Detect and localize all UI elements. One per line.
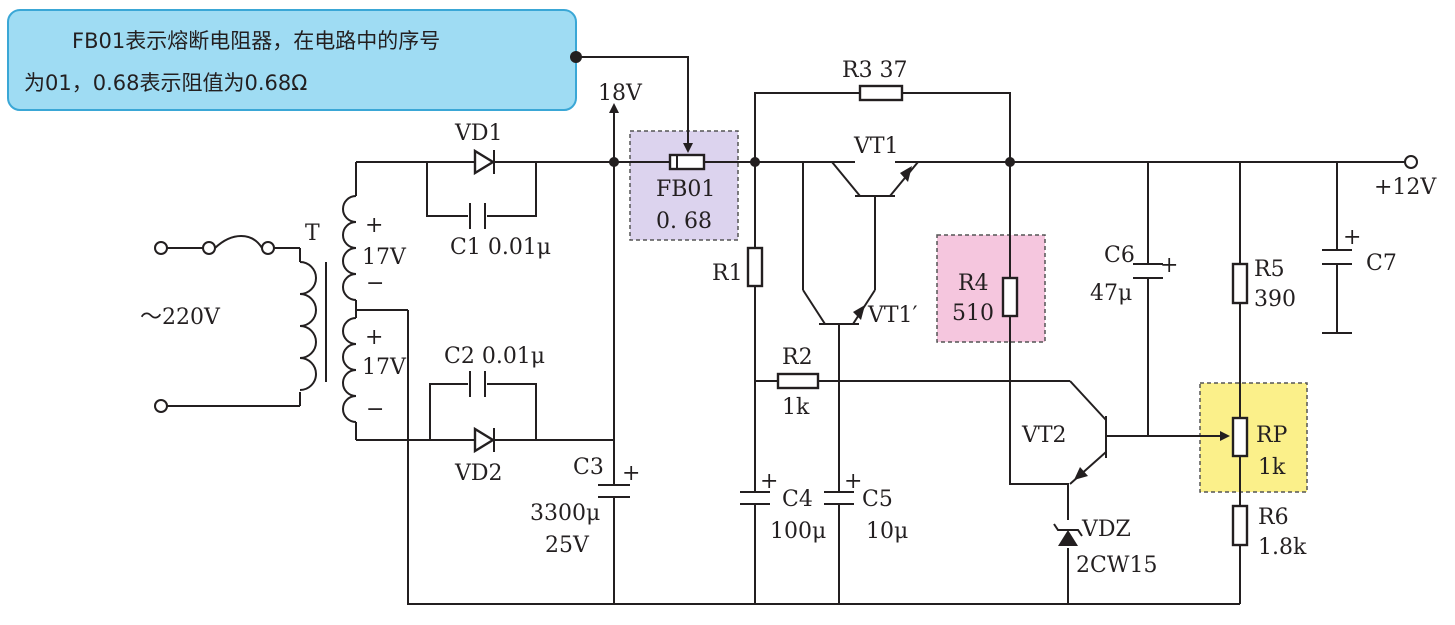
fb01-value: 0. 68 (656, 209, 712, 234)
callout-line-2: 为01，0.68表示阻值为0.68Ω (24, 71, 307, 95)
output-12v-label: +12V (1374, 175, 1437, 200)
resistor-r4: R4 510 (952, 271, 1019, 326)
voltage-18v-label: 18V (598, 81, 643, 106)
r2-value: 1k (782, 395, 810, 420)
vt2-label: VT2 (1021, 423, 1067, 448)
capacitor-c7: + C7 (1322, 225, 1397, 276)
mains-label: ～220V (140, 305, 221, 330)
r5-value: 390 (1254, 287, 1296, 312)
capacitor-c4: + C4 100μ (740, 469, 826, 544)
sec2-voltage: 17V (362, 355, 407, 380)
r4-value: 510 (952, 301, 994, 326)
wiring (356, 92, 1405, 605)
diode-vd2: VD2 (454, 426, 503, 486)
c6-label: C6 (1104, 243, 1135, 268)
fuse (214, 235, 263, 249)
transformer: T + 17V − + 17V − (299, 162, 408, 440)
c4-value: 100μ (770, 519, 826, 544)
c3-capacitance: 3300μ (530, 501, 600, 526)
c6-plus: + (1160, 253, 1178, 278)
c5-plus: + (844, 469, 862, 494)
transistor-vt1-prime: VT1′ (802, 162, 918, 328)
r6-value: 1.8k (1258, 535, 1307, 560)
capacitor-c5: + C5 10μ (824, 469, 908, 544)
transistor-vt2: VT2 (1021, 380, 1107, 485)
vd1-label: VD1 (454, 121, 503, 146)
c4-plus: + (760, 469, 778, 494)
capacitor-c2: C2 0.01μ (444, 344, 545, 397)
r2-label: R2 (782, 345, 813, 370)
r3-label: R3 37 (842, 58, 908, 83)
sec1-voltage: 17V (362, 245, 407, 270)
sec2-plus: + (365, 325, 383, 350)
resistor-r3: R3 37 (842, 58, 908, 102)
output-terminal: +12V (1374, 155, 1437, 200)
c2-label: C2 0.01μ (444, 344, 545, 369)
vd2-label: VD2 (454, 461, 503, 486)
r6-label: R6 (1258, 505, 1289, 530)
c6-value: 47μ (1090, 281, 1132, 306)
resistor-r5: R5 390 (1231, 257, 1296, 312)
c7-plus: + (1343, 225, 1361, 250)
callout-box (7, 9, 577, 111)
capacitor-c1: C1 0.01μ (450, 203, 551, 260)
resistor-r1: R1 (712, 246, 764, 288)
c7-label: C7 (1366, 251, 1397, 276)
resistor-r2: R2 1k (776, 345, 820, 420)
r4-name: R4 (958, 271, 989, 296)
junction-dots (609, 157, 1015, 167)
r1-label: R1 (712, 261, 743, 286)
rp-name: RP (1256, 423, 1288, 448)
callout: FB01表示熔断电阻器，在电路中的序号 为01，0.68表示阻值为0.68Ω (7, 9, 693, 153)
sec1-minus: − (366, 271, 384, 296)
fuse-resistor-fb01: FB01 0. 68 (656, 153, 715, 234)
r5-label: R5 (1254, 257, 1285, 282)
c4-label: C4 (782, 487, 813, 512)
sec1-plus: + (365, 213, 383, 238)
vt1-prime-label: VT1′ (867, 303, 918, 328)
callout-line-1: FB01表示熔断电阻器，在电路中的序号 (72, 29, 440, 53)
fb01-name: FB01 (656, 177, 715, 202)
transistor-vt1: VT1 (831, 134, 919, 290)
rp-highlight (1199, 382, 1308, 493)
c3-voltage: 25V (545, 533, 590, 558)
vt1-label: VT1 (853, 134, 899, 159)
diode-vd1: VD1 (454, 121, 503, 176)
c3-plus: + (622, 461, 640, 486)
transformer-label: T (305, 221, 320, 246)
potentiometer-rp: RP 1k (1231, 416, 1288, 480)
vdz-label: VDZ (1081, 517, 1131, 542)
c1-label: C1 0.01μ (450, 235, 551, 260)
capacitor-c3: + C3 3300μ 25V (530, 455, 640, 558)
resistor-r6: R6 1.8k (1231, 504, 1307, 560)
vdz-value: 2CW15 (1076, 553, 1157, 578)
rp-value: 1k (1258, 455, 1286, 480)
r4-highlight (936, 234, 1046, 343)
c5-label: C5 (862, 487, 893, 512)
c5-value: 10μ (866, 519, 908, 544)
mains-input: ～220V (140, 235, 301, 413)
capacitor-c6: + C6 47μ (1090, 243, 1178, 306)
callout-pointer (576, 56, 693, 153)
sec2-minus: − (366, 397, 384, 422)
zener-vdz: VDZ 2CW15 (1053, 517, 1157, 578)
c3-label: C3 (573, 455, 604, 480)
